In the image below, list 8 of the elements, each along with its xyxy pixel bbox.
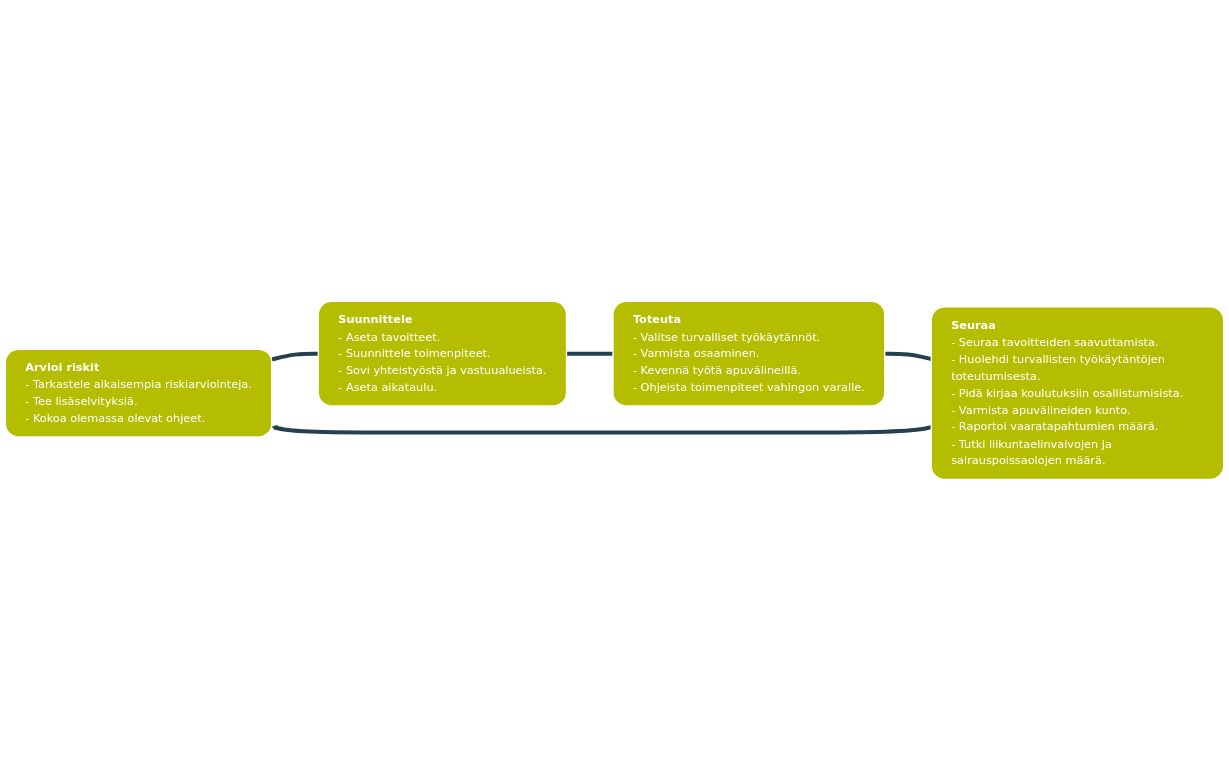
connector: [566, 351, 613, 356]
connector: [884, 351, 932, 361]
node-box: Arvioi riskit - Tarkastele aikaisempia riskiarviointeja. - Tee lisäselvityksiä. - Kokoa olemassa olevat ohjeet.: [4, 348, 273, 438]
node-box: Suunnittele - Aseta tavoitteet. - Suunnittele toimenpiteet. - Sovi yhteistyöstä ja vastuualueista. - Aseta aikataulu.: [317, 300, 568, 407]
arrow: [271, 424, 932, 435]
node-box: Toteuta - Valitse turvalliset työkäytännöt. - Varmista osaaminen. - Kevennä työtä apuvälineillä. - Ohjeista toimenpiteet vahingon varalle.: [612, 300, 886, 407]
node-box: Seuraa - Seuraa tavoitteiden saavuttamista. - Huolehdi turvallisten työkäytäntöjen toteutumisesta. - Pidä kirjaa koulutuksiin osallistumisista. - Varmista apuvälineiden kunto. - Raportoi vaaratapahtumien määrä. - Tutki liikuntaelinvaivojen ja sairauspoissaolojen määrä.: [930, 305, 1225, 480]
connector: [271, 351, 319, 362]
